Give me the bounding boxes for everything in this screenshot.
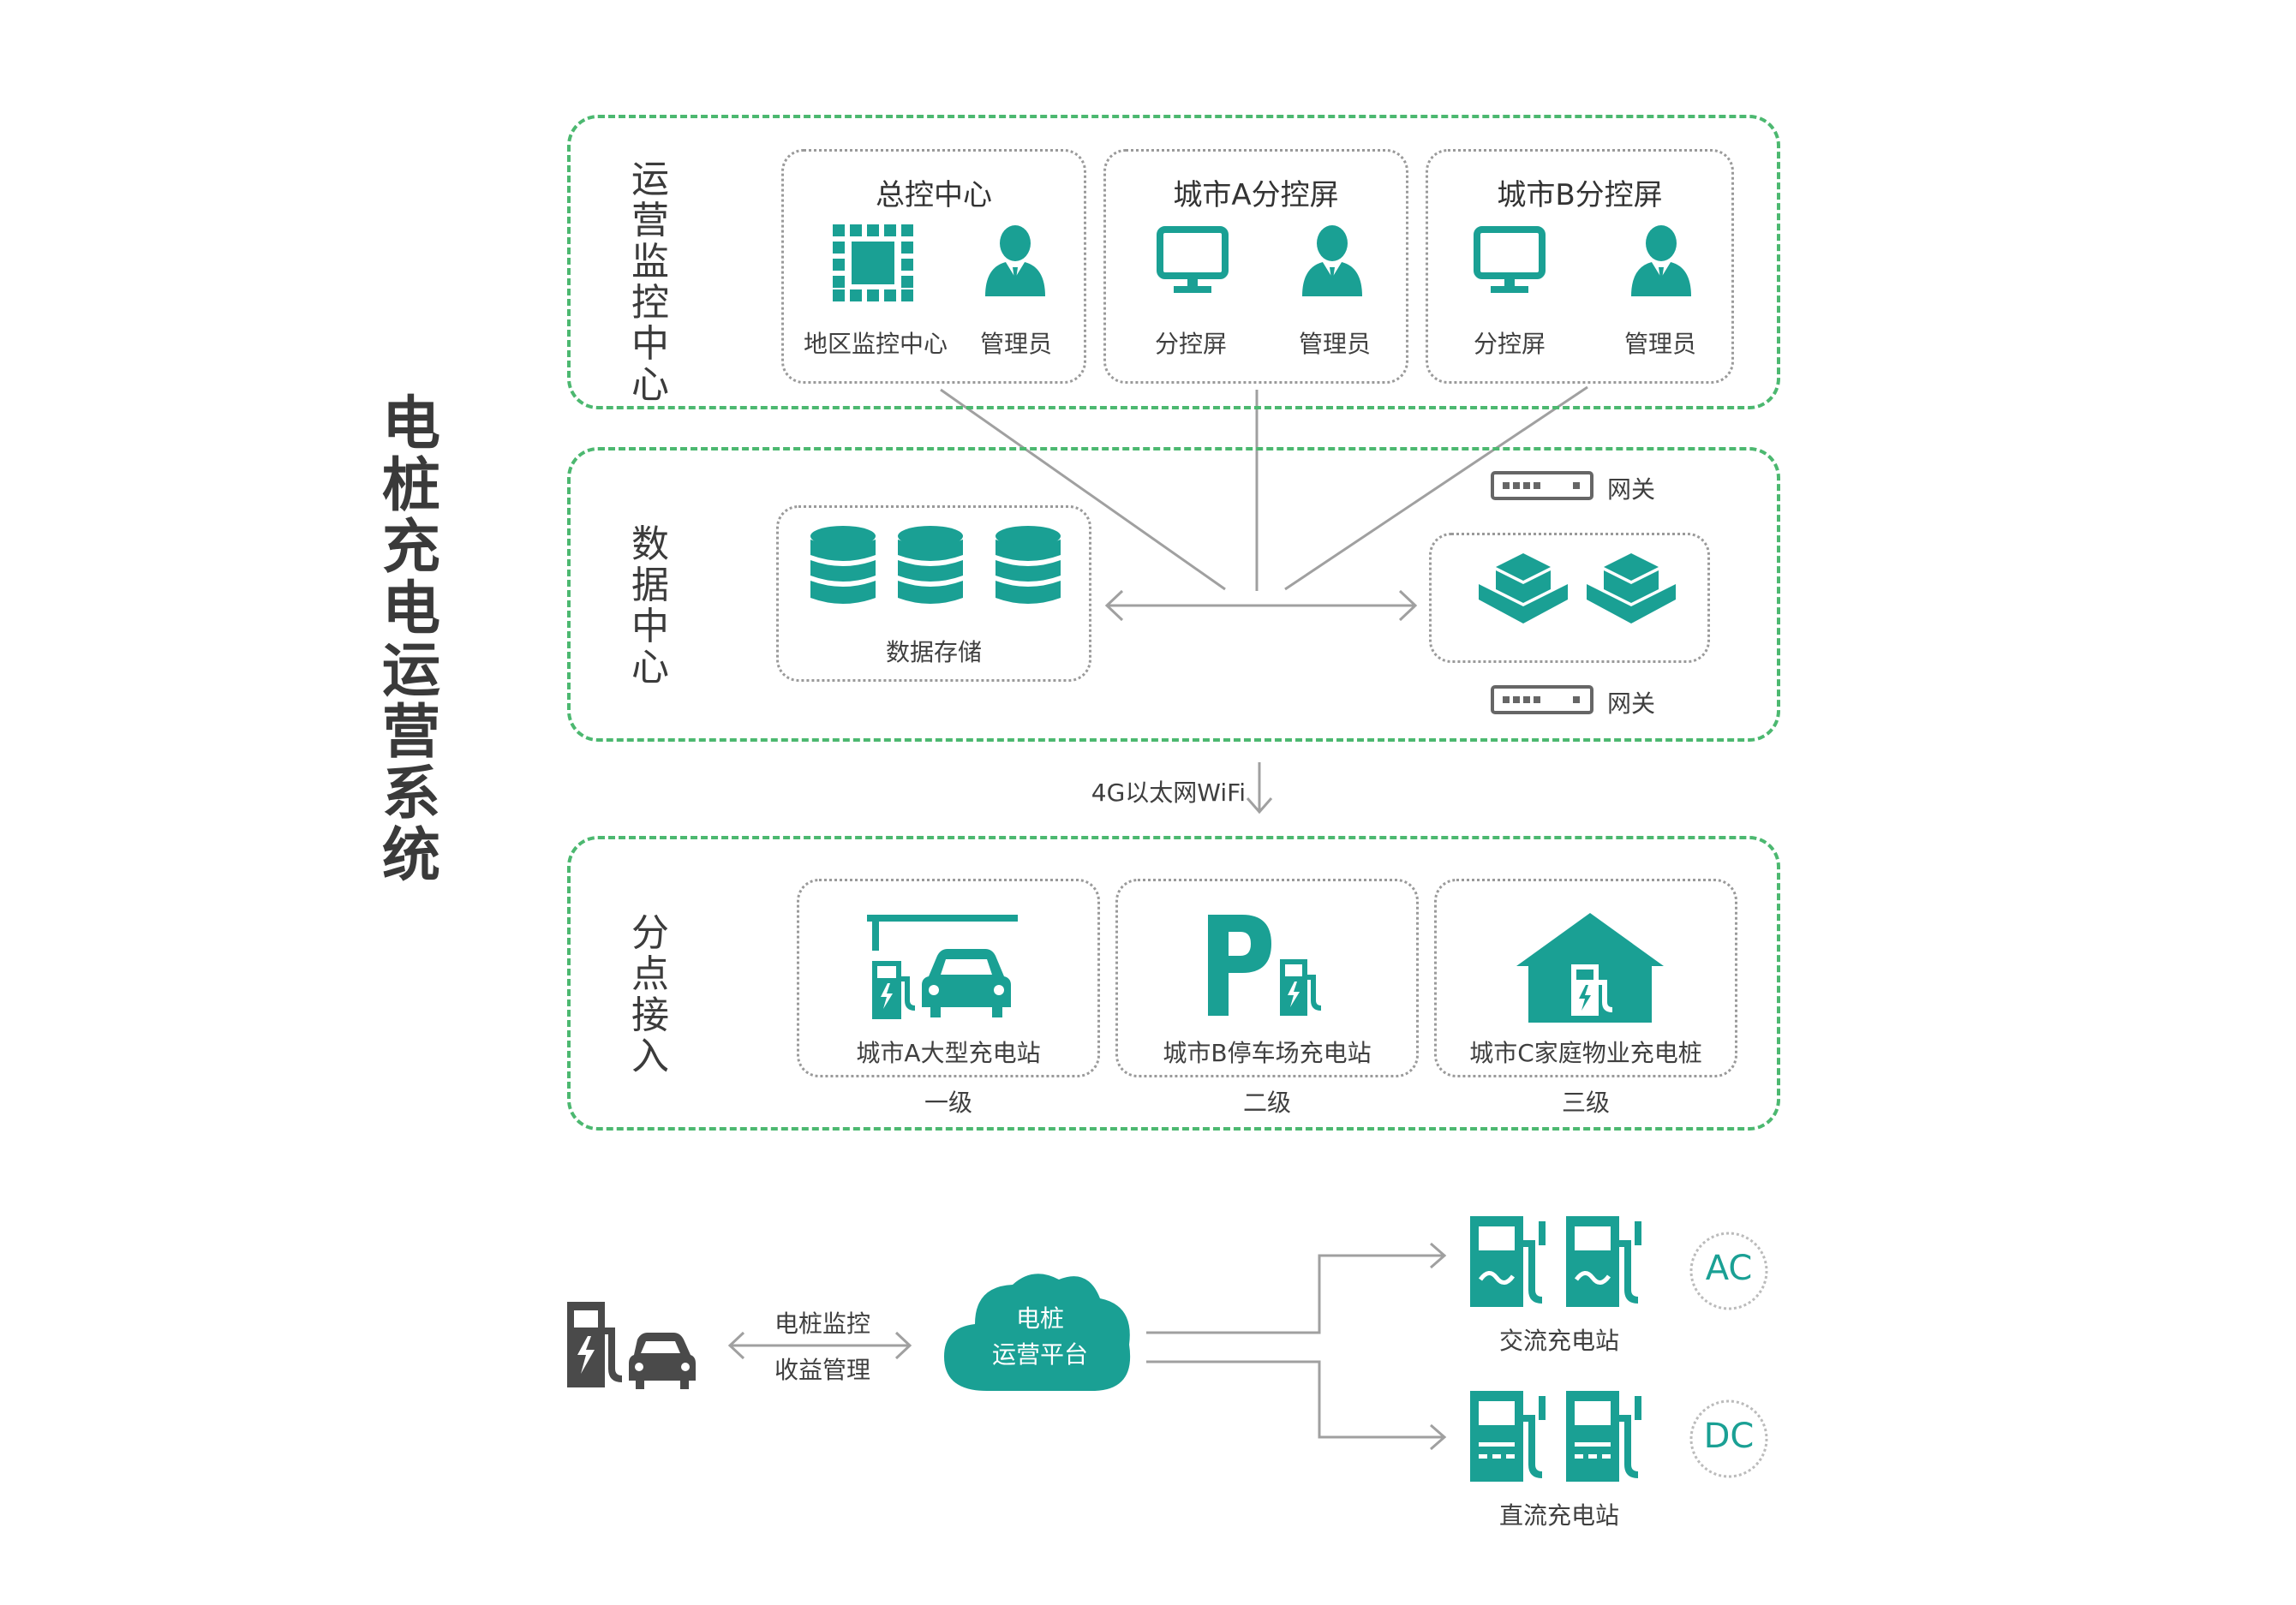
monitor-center-icon	[833, 224, 913, 301]
cloud-label: 运营平台	[991, 1340, 1088, 1369]
dc-badge-text: DC	[1703, 1417, 1755, 1456]
site-level: 三级	[1561, 1089, 1610, 1117]
gateway-label: 网关	[1607, 689, 1656, 718]
access-label: 分点接入	[631, 911, 669, 1078]
ops-item-label: 分控屏	[1473, 330, 1546, 358]
gateway-icon	[1491, 685, 1593, 714]
ops-item-label: 管理员	[1298, 330, 1371, 358]
ops-center-label: 运营监控中心	[631, 158, 669, 407]
diagram-title: 电桩充电运营系统	[381, 391, 440, 890]
gateway-label: 网关	[1607, 475, 1656, 504]
storage-label: 数据存储	[885, 638, 982, 666]
ops-item-label: 地区监控中心	[803, 330, 948, 358]
ops-item-label: 管理员	[1623, 330, 1696, 358]
database-icon	[996, 526, 1061, 604]
site-level: 一级	[924, 1089, 972, 1117]
database-icon	[810, 526, 876, 604]
parking-charger-icon	[1208, 915, 1321, 1016]
cloud-icon	[944, 1274, 1131, 1391]
connection-label: 4G以太网WiFi	[1091, 779, 1246, 807]
ac-station-label: 交流充电站	[1498, 1327, 1619, 1355]
server-node-icon	[1587, 553, 1676, 624]
site-label: 城市B停车场充电站	[1163, 1039, 1372, 1067]
admin-user-icon	[985, 225, 1045, 296]
link-label: 收益管理	[774, 1356, 870, 1384]
dc-station-label: 直流充电站	[1498, 1501, 1619, 1530]
ac-charger-icon	[1470, 1216, 1546, 1307]
ops-group-title: 总控中心	[876, 178, 992, 212]
ac-charger-icon	[1566, 1216, 1641, 1307]
storage-box	[776, 505, 1091, 682]
database-icon	[898, 526, 963, 604]
ops-group-title: 城市B分控屏	[1497, 178, 1663, 212]
screen-icon	[1157, 226, 1229, 293]
server-box	[1429, 533, 1710, 663]
site-label: 城市C家庭物业充电桩	[1469, 1039, 1702, 1067]
ops-item-label: 管理员	[979, 330, 1052, 358]
ops-item-label: 分控屏	[1154, 330, 1227, 358]
admin-user-icon	[1302, 225, 1362, 296]
ops-center-panel	[567, 115, 1780, 409]
site-box-c	[1434, 879, 1737, 1077]
cloud-label: 电桩	[1015, 1304, 1064, 1333]
admin-user-icon	[1631, 225, 1691, 296]
ac-badge	[1689, 1232, 1768, 1310]
data-center-panel	[567, 447, 1780, 742]
site-level: 二级	[1242, 1089, 1291, 1117]
server-node-icon	[1479, 553, 1568, 624]
ops-group-city-a	[1103, 149, 1408, 384]
dc-charger-icon	[1566, 1391, 1641, 1482]
access-panel	[567, 836, 1780, 1131]
site-box-a	[797, 879, 1100, 1077]
ac-badge-text: AC	[1705, 1249, 1753, 1288]
screen-icon	[1474, 226, 1546, 293]
ops-group-city-b	[1426, 149, 1734, 384]
gateway-icon	[1491, 471, 1593, 500]
home-charger-icon	[1516, 913, 1664, 1023]
data-center-label: 数据中心	[631, 522, 669, 689]
site-box-b	[1115, 879, 1419, 1077]
ops-group-title: 城市A分控屏	[1173, 178, 1339, 212]
link-label: 电桩监控	[774, 1310, 870, 1338]
dc-charger-icon	[1470, 1391, 1546, 1482]
dc-badge	[1689, 1399, 1768, 1478]
charging-station-icon	[867, 915, 1018, 1019]
site-label: 城市A大型充电站	[856, 1039, 1041, 1067]
ev-charging-icon	[567, 1302, 696, 1389]
ops-group-main	[781, 149, 1086, 384]
